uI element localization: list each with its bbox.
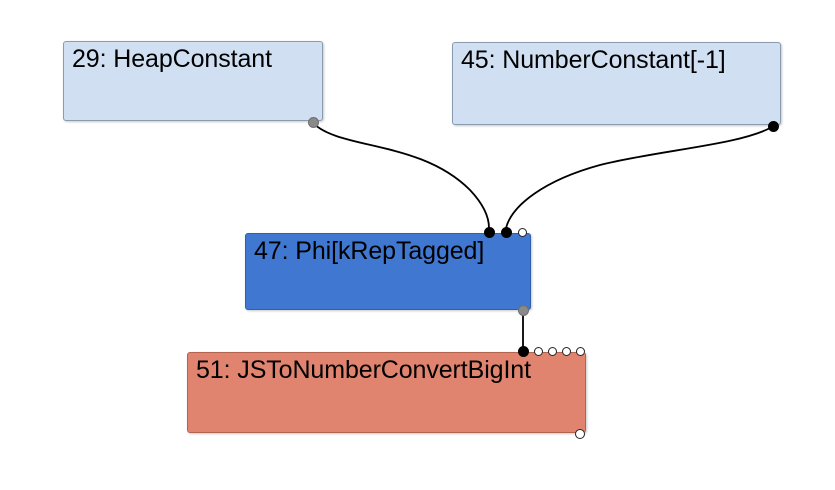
node-51-input-port-3[interactable]: [561, 346, 571, 356]
graph-node-47-label: 47: Phi[kRepTagged]: [254, 237, 485, 265]
graph-node-51-label: 51: JSToNumberConvertBigInt: [196, 356, 531, 384]
graph-node-51[interactable]: 51: JSToNumberConvertBigInt: [187, 352, 586, 433]
node-51-input-port-0[interactable]: [517, 345, 529, 357]
graph-node-29-label: 29: HeapConstant: [72, 45, 272, 73]
edge-29-to-47: [312, 122, 490, 229]
node-47-input-port-1[interactable]: [500, 226, 512, 238]
node-47-output-port[interactable]: [517, 304, 529, 316]
graph-node-45-label: 45: NumberConstant[-1]: [461, 46, 726, 74]
node-51-input-port-4[interactable]: [575, 346, 585, 356]
edge-45-to-47: [505, 126, 773, 229]
graph-node-47[interactable]: 47: Phi[kRepTagged]: [245, 233, 531, 310]
node-51-input-port-1[interactable]: [533, 346, 543, 356]
node-29-output-port[interactable]: [307, 116, 319, 128]
node-51-input-port-2[interactable]: [547, 346, 557, 356]
graph-node-29[interactable]: 29: HeapConstant: [63, 41, 323, 121]
node-45-output-port[interactable]: [767, 120, 779, 132]
node-51-output-port[interactable]: [575, 429, 585, 439]
node-47-input-port-0[interactable]: [483, 226, 495, 238]
node-47-input-port-2[interactable]: [517, 227, 527, 237]
graph-node-45[interactable]: 45: NumberConstant[-1]: [452, 42, 781, 125]
